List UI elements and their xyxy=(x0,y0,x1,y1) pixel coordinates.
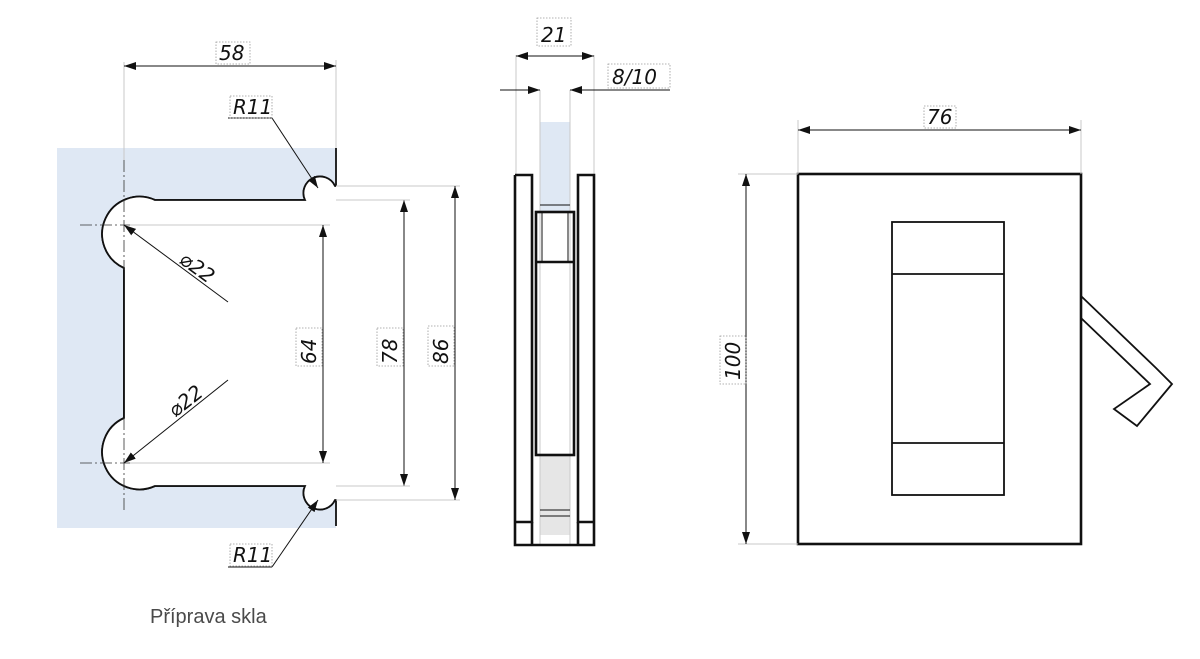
dim-76-label: 76 xyxy=(927,105,952,129)
drawing-caption: Příprava skla xyxy=(150,606,267,628)
front-view: 76 100 xyxy=(719,105,1174,546)
dim-78-label: 78 xyxy=(378,339,402,364)
center-window xyxy=(891,221,1005,496)
dim-8-10-label: 8/10 xyxy=(612,65,657,89)
radius-top-label: R11 xyxy=(233,95,272,119)
dim-64-label: 64 xyxy=(297,339,321,364)
glass-preparation-view: 58 R11 R11 ⌀22 ⌀22 64 78 86 xyxy=(57,41,460,568)
hinge-arm xyxy=(1080,295,1174,428)
hinge-plate xyxy=(796,172,1083,546)
glass-strip-bottom xyxy=(540,455,570,535)
clamp-block xyxy=(534,210,576,457)
dim-21-label: 21 xyxy=(541,23,566,47)
cutout-area xyxy=(102,176,336,510)
dim-58-label: 58 xyxy=(219,41,244,65)
dim-86-label: 86 xyxy=(429,339,453,364)
hinge-profile xyxy=(513,173,596,547)
side-view: 21 8/10 xyxy=(500,17,671,547)
dim-100-label: 100 xyxy=(721,342,745,380)
glass-strip-top xyxy=(540,122,570,212)
radius-bottom-label: R11 xyxy=(233,543,272,567)
